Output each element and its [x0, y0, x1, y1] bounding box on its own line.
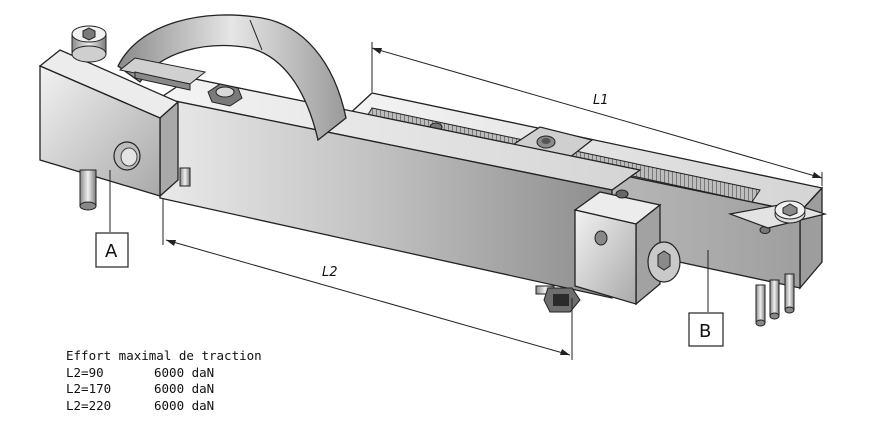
- cap-screw-icon: [774, 200, 806, 224]
- hex-nut-icon: [207, 83, 243, 107]
- front-clamp-block: [535, 189, 681, 313]
- hex-socket-icon: [647, 241, 681, 283]
- arch-strap: [117, 14, 347, 142]
- locating-pin-icon: [79, 167, 191, 211]
- spec-row: L2=90 6000 daN: [66, 365, 262, 382]
- spec-force: 6000 daN: [154, 381, 215, 396]
- callout-b: B: [688, 250, 724, 347]
- spec-length: L2=170: [66, 381, 112, 396]
- callout-a-label: A: [105, 241, 118, 262]
- traction-spec: Effort maximal de traction L2=90 6000 daN…: [66, 348, 262, 414]
- spec-row: L2=220 6000 daN: [66, 398, 262, 415]
- l2-label: L2: [322, 265, 338, 280]
- spec-length: L2=90: [66, 364, 104, 380]
- callout-b-label: B: [699, 321, 711, 342]
- jaw-block-a: [38, 25, 243, 211]
- spec-title: Effort maximal de traction: [66, 348, 262, 363]
- spec-force: 6000 daN: [154, 364, 215, 380]
- main-beam: [158, 77, 642, 299]
- locating-pin-icon: [755, 273, 795, 327]
- dimension-l2: L2: [162, 198, 573, 360]
- set-screw-icon: [535, 285, 581, 313]
- spec-length: L2=220: [66, 397, 112, 413]
- dimension-l1: L1: [371, 42, 823, 186]
- end-block-b: [727, 200, 828, 327]
- callout-a: A: [95, 170, 129, 268]
- l1-label: L1: [593, 93, 609, 108]
- spec-row: L2=170 6000 daN: [66, 381, 262, 398]
- spec-force: 6000 daN: [154, 397, 215, 413]
- cap-screw-icon: [71, 25, 107, 63]
